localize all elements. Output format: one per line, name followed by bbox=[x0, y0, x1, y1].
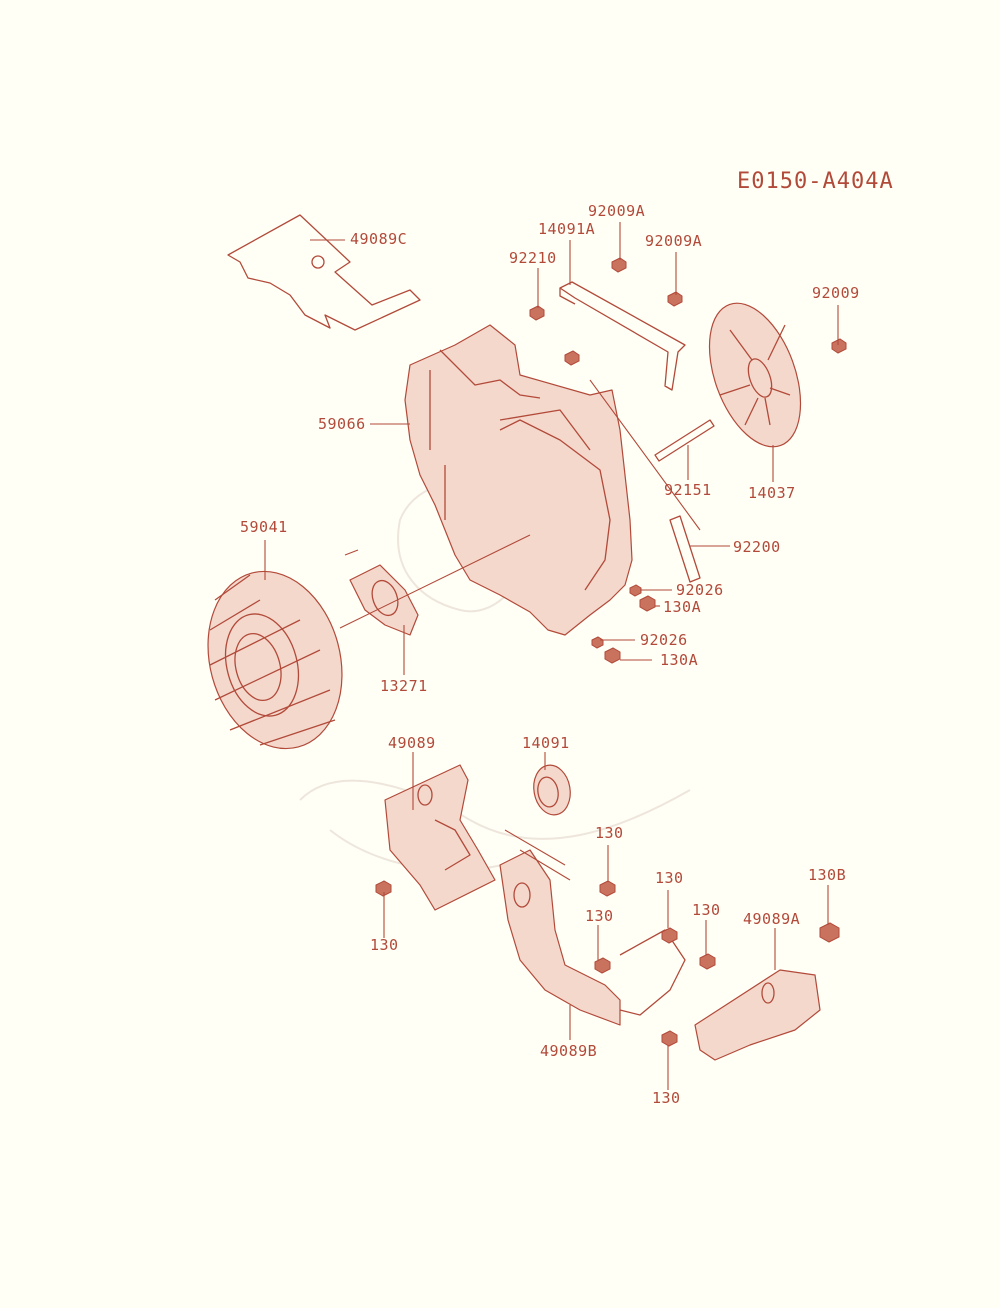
label-130-3[interactable]: 130 bbox=[585, 907, 614, 925]
label-92026-2[interactable]: 92026 bbox=[640, 631, 688, 649]
screen-14037 bbox=[708, 302, 802, 448]
label-92009a-2[interactable]: 92009A bbox=[645, 232, 702, 250]
bolts-bottom bbox=[375, 880, 840, 1047]
label-130-1[interactable]: 130 bbox=[370, 936, 399, 954]
label-49089a[interactable]: 49089A bbox=[743, 910, 800, 928]
label-49089c[interactable]: 49089C bbox=[350, 230, 407, 248]
label-130-6[interactable]: 130 bbox=[652, 1089, 681, 1107]
flywheel-59041 bbox=[207, 570, 343, 750]
label-130-4[interactable]: 130 bbox=[655, 869, 684, 887]
ring-14091 bbox=[533, 764, 571, 816]
label-14037[interactable]: 14037 bbox=[748, 484, 796, 502]
fan-housing-59066 bbox=[404, 324, 633, 636]
label-92026-1[interactable]: 92026 bbox=[676, 581, 724, 599]
label-49089[interactable]: 49089 bbox=[388, 734, 436, 752]
label-92009[interactable]: 92009 bbox=[812, 284, 860, 302]
bracket-49089b bbox=[499, 849, 686, 1026]
part-labels: 49089C 92009A 14091A 92009A 92210 92009 … bbox=[240, 202, 860, 1107]
label-59041[interactable]: 59041 bbox=[240, 518, 288, 536]
leader-lines bbox=[264, 222, 839, 1090]
rod-92151 bbox=[654, 419, 715, 462]
label-130a-1[interactable]: 130A bbox=[663, 598, 701, 616]
bar-92200 bbox=[669, 515, 701, 583]
label-49089b[interactable]: 49089B bbox=[540, 1042, 597, 1060]
label-13271[interactable]: 13271 bbox=[380, 677, 428, 695]
label-92151[interactable]: 92151 bbox=[664, 481, 712, 499]
label-92009a-1[interactable]: 92009A bbox=[588, 202, 645, 220]
label-92210[interactable]: 92210 bbox=[509, 249, 557, 267]
label-130-2[interactable]: 130 bbox=[595, 824, 624, 842]
label-14091a[interactable]: 14091A bbox=[538, 220, 595, 238]
label-130a-2[interactable]: 130A bbox=[660, 651, 698, 669]
plate-49089c bbox=[227, 214, 421, 331]
shroud-49089a bbox=[694, 969, 821, 1061]
label-14091[interactable]: 14091 bbox=[522, 734, 570, 752]
bracket-14091a bbox=[559, 281, 686, 391]
label-59066[interactable]: 59066 bbox=[318, 415, 366, 433]
diagram-code: E0150-A404A bbox=[737, 169, 894, 194]
label-130b[interactable]: 130B bbox=[808, 866, 846, 884]
shroud-49089 bbox=[384, 764, 496, 911]
label-92200[interactable]: 92200 bbox=[733, 538, 781, 556]
plate-13271 bbox=[349, 564, 419, 636]
bolts-top bbox=[529, 257, 847, 366]
label-130-5[interactable]: 130 bbox=[692, 901, 721, 919]
